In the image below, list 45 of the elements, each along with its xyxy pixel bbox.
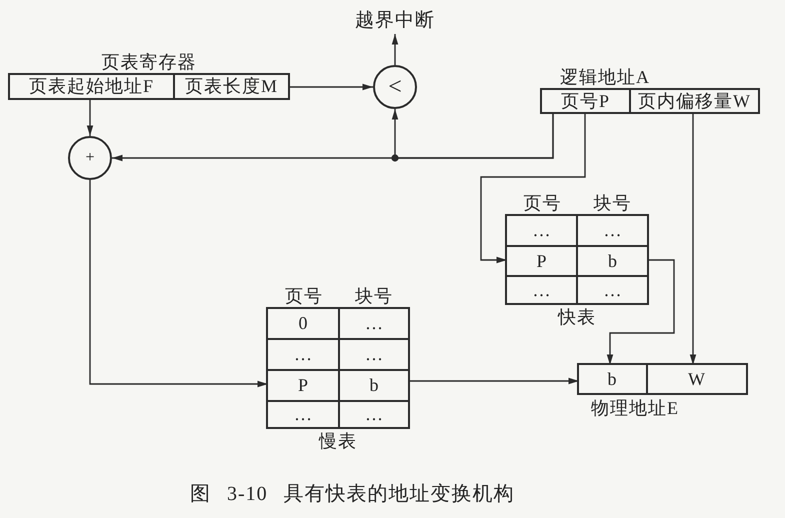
- arrow: [690, 112, 696, 365]
- frame-number: …: [602, 219, 622, 242]
- frame-number: …: [364, 403, 384, 426]
- frame-number: …: [364, 312, 384, 335]
- table-row: [268, 338, 408, 369]
- box-title: 逻辑地址A: [560, 66, 650, 88]
- arrow: [89, 180, 268, 388]
- arrow: [392, 34, 398, 65]
- frame-number: b: [607, 250, 618, 272]
- address-field: 页内偏移量W: [629, 90, 758, 112]
- interrupt-label: 越界中断: [350, 8, 440, 34]
- table-caption: 快表: [558, 306, 596, 328]
- page-number: 0: [268, 309, 340, 338]
- table-row: [507, 275, 647, 303]
- address-field: W: [646, 365, 746, 393]
- column-header: 页号: [285, 285, 323, 307]
- table-row: [268, 400, 408, 427]
- page-number: …: [507, 216, 578, 245]
- page-number: …: [268, 340, 340, 369]
- column-header: 块号: [594, 192, 632, 214]
- frame-number: b: [368, 374, 380, 397]
- table-row: [268, 369, 408, 400]
- page-number: P: [268, 371, 340, 400]
- box-title: 物理地址E: [591, 397, 679, 419]
- column-header: 页号: [524, 192, 562, 214]
- page-number: …: [507, 277, 578, 303]
- column-header: 块号: [355, 285, 393, 307]
- arrow: [288, 84, 373, 90]
- table-row: [507, 245, 647, 275]
- address-field: b: [579, 365, 646, 393]
- table-caption: 慢表: [319, 430, 357, 452]
- box-title: 页表寄存器: [102, 51, 196, 73]
- frame-number: …: [364, 343, 384, 366]
- address-field: 页号P: [542, 90, 629, 112]
- page-number: P: [507, 247, 578, 275]
- arrow: [606, 259, 675, 365]
- page-number: …: [268, 402, 340, 427]
- register-field: 页表起始地址F: [10, 75, 173, 98]
- arrow: [112, 112, 554, 162]
- frame-number: …: [602, 278, 622, 302]
- register-field: 页表长度M: [173, 75, 288, 98]
- arrow: [480, 112, 586, 264]
- arrow: [408, 378, 579, 384]
- figure-caption: 图 3-10 具有快表的地址变换机构: [190, 482, 515, 507]
- arrow: [86, 98, 94, 136]
